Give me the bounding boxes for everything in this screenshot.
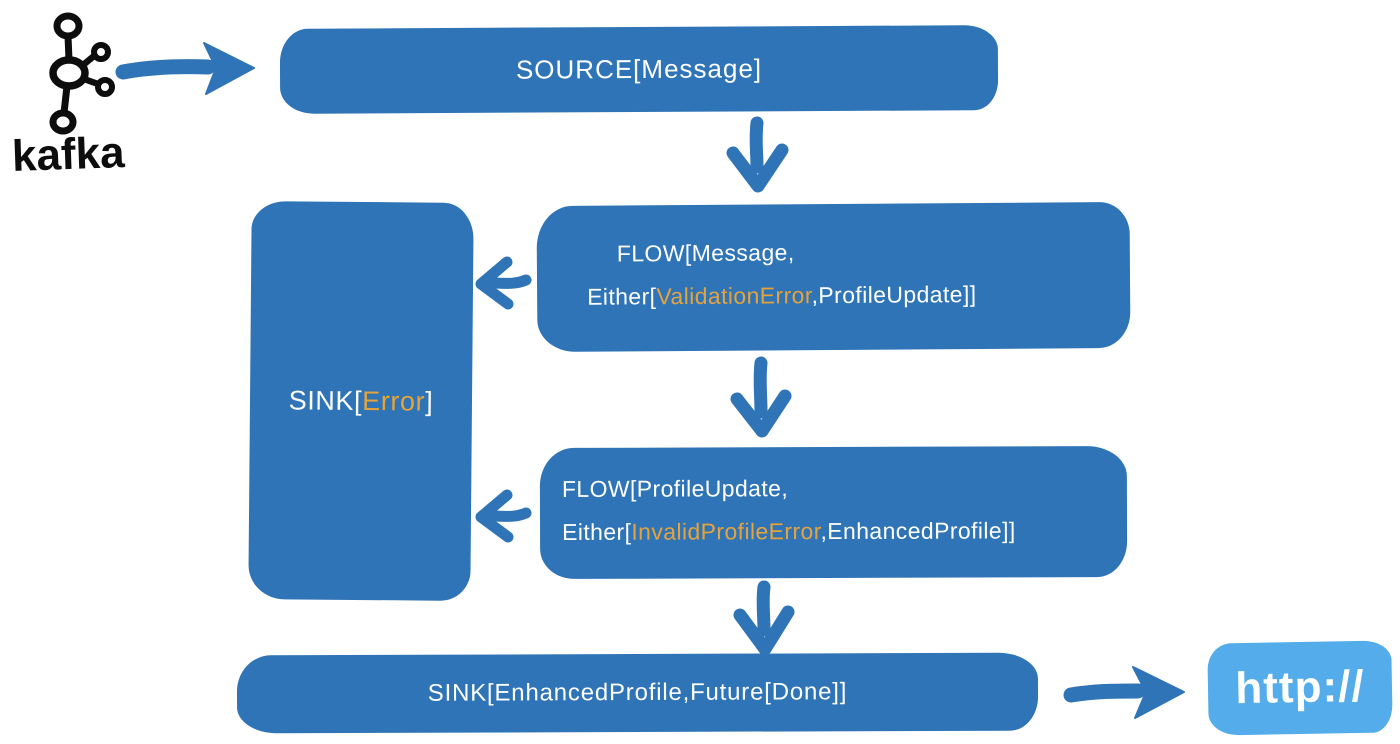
flow1-line1: FLOW[Message,	[587, 229, 1130, 276]
node-source: SOURCE[Message]	[279, 25, 999, 114]
arrow-shaft	[756, 580, 771, 637]
node-flow-validation: FLOW[Message, Either[ValidationError,Pro…	[536, 201, 1131, 353]
arrow-shaft	[487, 507, 532, 522]
arrow-head	[203, 42, 255, 95]
arrow-shaft	[1063, 683, 1146, 703]
http-endpoint-badge: http://	[1207, 640, 1393, 736]
flow2-error-type: InvalidProfileError	[631, 518, 821, 545]
arrow-flow2-to-sink-done	[733, 580, 795, 656]
flow2-line2-prefix: Either[	[562, 518, 632, 545]
arrow-flow2-to-sink-error	[475, 489, 532, 543]
sink-error-type: Error	[362, 385, 426, 417]
arrow-head	[730, 389, 792, 438]
arrow-flow1-to-flow2	[730, 356, 792, 438]
sink-error-suffix: ]	[425, 386, 434, 417]
kafka-edge	[79, 52, 98, 69]
node-flow-enhance: FLOW[ProfileUpdate, Either[InvalidProfil…	[539, 445, 1128, 580]
flow1-error-type: ValidationError	[656, 282, 812, 310]
arrow-shaft	[749, 116, 764, 174]
sink-error-prefix: SINK[	[288, 384, 363, 416]
arrow-head	[1132, 666, 1185, 719]
kafka-edge	[64, 32, 73, 64]
arrow-source-to-flow1	[726, 116, 789, 193]
kafka-logo-icon	[49, 12, 115, 135]
sink-error-label: SINK[Error]	[289, 385, 434, 417]
kafka-node-right-top	[91, 42, 111, 62]
sink-done-label: SINK[EnhancedProfile,Future[Done]]	[427, 678, 848, 707]
kafka-edge	[80, 75, 102, 88]
flow1-line1-text: FLOW[Message,	[616, 239, 795, 267]
kafka-edge	[60, 82, 71, 117]
arrow-shaft	[487, 274, 532, 289]
arrow-shaft	[115, 59, 216, 80]
http-label: http://	[1234, 661, 1365, 714]
node-sink-done: SINK[EnhancedProfile,Future[Done]]	[236, 652, 1039, 734]
arrow-flow1-to-sink-error	[475, 256, 532, 310]
node-sink-error: SINK[Error]	[248, 201, 474, 601]
arrow-head	[475, 489, 514, 543]
node-source-label: SOURCE[Message]	[515, 53, 763, 85]
arrow-head	[733, 605, 795, 656]
flow1-line2-suffix: ,ProfileUpdate]]	[811, 281, 977, 309]
flow2-line1: FLOW[ProfileUpdate,	[562, 466, 1127, 511]
flow1-line2: Either[ValidationError,ProfileUpdate]]	[587, 272, 1130, 319]
flow2-line1-text: FLOW[ProfileUpdate,	[561, 475, 789, 502]
arrow-kafka-to-source	[115, 42, 255, 95]
flow2-line2: Either[InvalidProfileError,EnhancedProfi…	[562, 509, 1127, 554]
arrow-head	[726, 143, 789, 193]
arrow-sink-done-to-http	[1063, 666, 1185, 719]
arrow-head	[475, 256, 514, 310]
flow1-line2-prefix: Either[	[587, 283, 657, 310]
flow2-line2-suffix: ,EnhancedProfile]]	[820, 517, 1016, 545]
arrow-shaft	[753, 356, 768, 419]
